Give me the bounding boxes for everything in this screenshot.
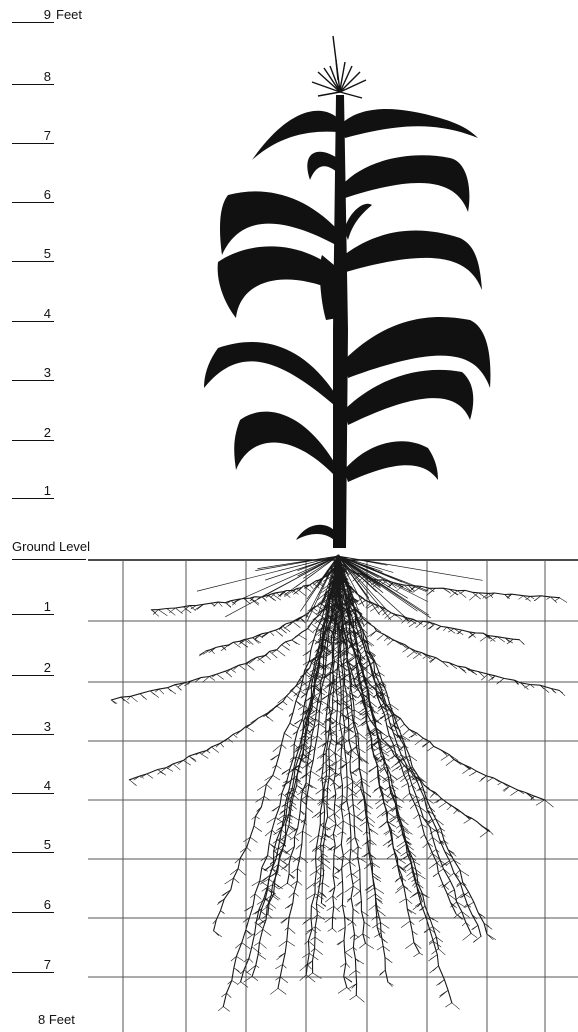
depth-mark-2: 2 (12, 661, 54, 676)
height-mark-9: 9Feet (12, 8, 82, 23)
depth-mark-number: 5 (12, 838, 54, 853)
corn-plant (204, 36, 490, 548)
height-mark-6: 6 (12, 188, 54, 203)
root-strand (151, 557, 336, 610)
height-mark-2: 2 (12, 426, 54, 441)
height-mark-number: 2 (12, 426, 54, 441)
height-mark-number: 5 (12, 247, 54, 262)
depth-mark-1: 1 (12, 600, 54, 615)
depth-mark-number: 1 (12, 600, 54, 615)
root-system (111, 555, 567, 1011)
depth-mark-number: 4 (12, 779, 54, 794)
depth-mark-number: 6 (12, 898, 54, 913)
height-mark-3: 3 (12, 366, 54, 381)
root-strand (111, 555, 339, 700)
height-mark-7: 7 (12, 129, 54, 144)
height-mark-number: 4 (12, 307, 54, 322)
depth-mark-number: 7 (12, 958, 54, 973)
root-strand (339, 557, 545, 800)
root-strand (336, 578, 565, 696)
height-mark-number: 6 (12, 188, 54, 203)
root-strand (223, 557, 337, 1007)
height-mark-1: 1 (12, 484, 54, 499)
depth-mark-6: 6 (12, 898, 54, 913)
height-mark-number: 8 (12, 70, 54, 85)
tassel (312, 36, 366, 98)
height-unit-label: Feet (56, 7, 82, 22)
height-mark-number: 1 (12, 484, 54, 499)
height-mark-5: 5 (12, 247, 54, 262)
depth-mark-number: 3 (12, 720, 54, 735)
height-mark-8: 8 (12, 70, 54, 85)
height-mark-number: 7 (12, 129, 54, 144)
depth-mark-7: 7 (12, 958, 54, 973)
depth-mark-5: 5 (12, 838, 54, 853)
depth-mark-4: 4 (12, 779, 54, 794)
height-mark-number: 3 (12, 366, 54, 381)
depth-mark-3: 3 (12, 720, 54, 735)
height-mark-number: 9 (12, 8, 54, 23)
ground-level-label: Ground Level (12, 540, 90, 554)
depth-bottom-label: 8 Feet (38, 1013, 75, 1027)
height-mark-4: 4 (12, 307, 54, 322)
ground-line (12, 559, 86, 560)
root-strand (129, 556, 339, 780)
depth-mark-number: 2 (12, 661, 54, 676)
